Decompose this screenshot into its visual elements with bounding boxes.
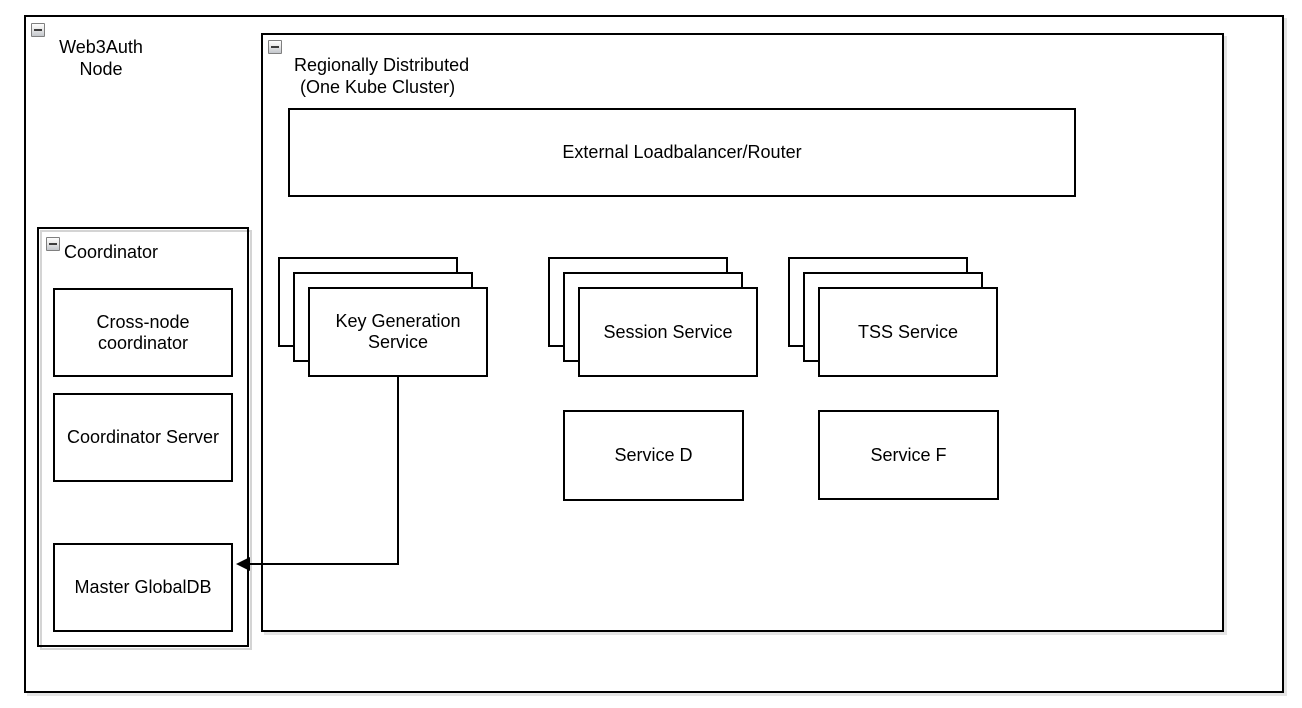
node-stack-session-service[interactable]: Session Service [548, 257, 760, 379]
node-master-globaldb[interactable]: Master GlobalDB [53, 543, 233, 632]
regionally-distributed-label: Regionally Distributed (One Kube Cluster… [294, 54, 469, 98]
regional-label-line1: Regionally Distributed [294, 55, 470, 75]
node-external-loadbalancer-router[interactable]: External Loadbalancer/Router [288, 108, 1076, 197]
web3auth-node-label: Web3Auth Node [54, 36, 148, 80]
node-stack-key-generation-service[interactable]: Key Generation Service [278, 257, 490, 379]
web3auth-label-line1: Web3Auth [59, 37, 143, 57]
coordinator-frame [37, 227, 249, 647]
kgs-label-line2: Service [367, 332, 429, 352]
coordinator-label: Coordinator [64, 242, 159, 262]
node-service-f[interactable]: Service F [818, 410, 999, 500]
node-cross-node-coordinator[interactable]: Cross-node coordinator [53, 288, 233, 377]
master-globaldb-label: Master GlobalDB [74, 577, 212, 597]
loadbalancer-label: External Loadbalancer/Router [562, 142, 802, 162]
stack-layer-front: Session Service [578, 287, 758, 377]
session-service-label: Session Service [603, 321, 733, 342]
container-regionally-distributed[interactable]: Regionally Distributed (One Kube Cluster… [261, 33, 1224, 632]
cross-node-label-line1: Cross-node [96, 311, 190, 332]
kgs-label-line1: Key Generation [335, 311, 461, 331]
node-service-d[interactable]: Service D [563, 410, 744, 501]
collapse-minus-icon[interactable] [268, 40, 282, 54]
regional-label-line2: (One Kube Cluster) [300, 77, 456, 97]
tss-service-label: TSS Service [857, 321, 959, 342]
cross-node-label-line2: coordinator [97, 332, 189, 353]
web3auth-label-line2: Node [79, 59, 123, 79]
node-coordinator-server[interactable]: Coordinator Server [53, 393, 233, 482]
collapse-minus-icon[interactable] [46, 237, 60, 251]
collapse-minus-icon[interactable] [31, 23, 45, 37]
service-d-label: Service D [614, 445, 693, 465]
container-web3auth-node[interactable]: Web3Auth Node Regionally Distributed (On… [24, 15, 1284, 693]
coordinator-server-label: Coordinator Server [66, 427, 220, 447]
container-coordinator[interactable]: Coordinator Cross-node coordinator Coord… [37, 227, 249, 647]
stack-layer-front: Key Generation Service [308, 287, 488, 377]
stack-layer-front: TSS Service [818, 287, 998, 377]
node-stack-tss-service[interactable]: TSS Service [788, 257, 1000, 379]
service-f-label: Service F [870, 444, 947, 465]
